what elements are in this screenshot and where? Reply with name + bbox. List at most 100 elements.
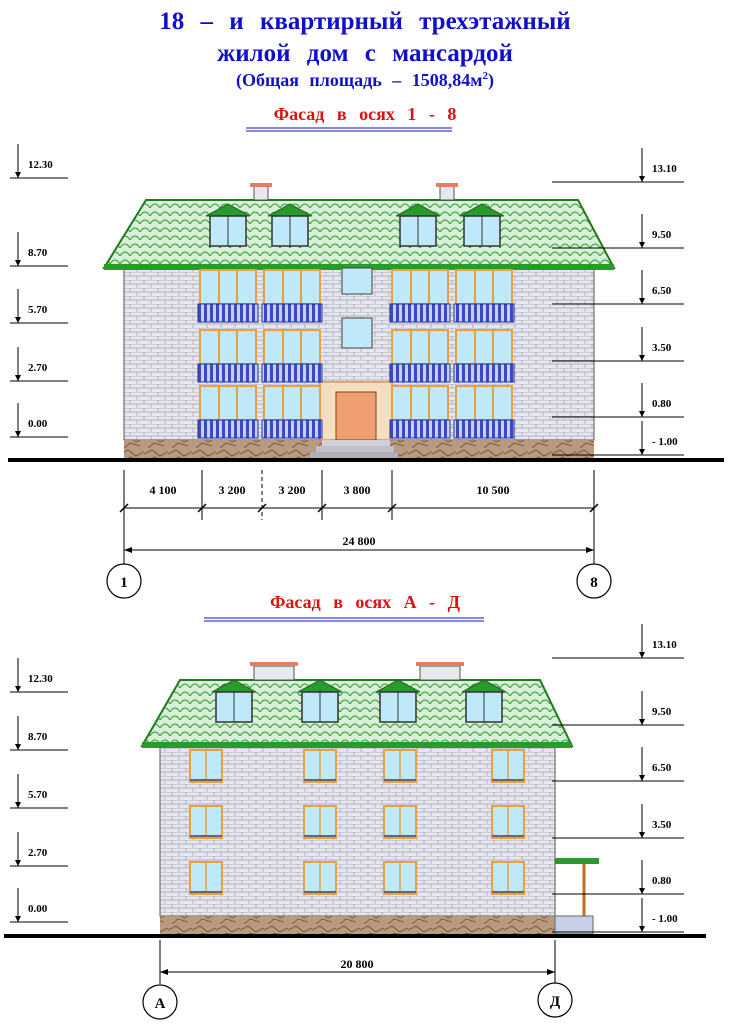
- balcony-window: [389, 329, 451, 383]
- level-mark: 2.70: [10, 832, 68, 867]
- facade-1-left-levels: 12.30 8.70 5.70 2.70 0.00: [10, 144, 68, 438]
- level-mark: 6.50: [552, 270, 684, 305]
- window: [383, 805, 417, 839]
- level-mark: - 1.00: [552, 898, 684, 933]
- level-value: 9.50: [652, 706, 672, 718]
- title-line-1: 18 – и квартирный трехэтажный: [159, 8, 571, 35]
- window: [303, 861, 337, 895]
- window: [383, 861, 417, 895]
- level-value: 13.10: [652, 639, 677, 651]
- dormer-window: [459, 203, 505, 247]
- window: [189, 749, 223, 783]
- level-value: 6.50: [652, 285, 672, 297]
- facade-2-title: Фасад в осях А - Д: [269, 592, 461, 612]
- facade-2-building: [140, 662, 599, 935]
- balcony-window: [453, 329, 515, 383]
- dimension-value: 3 800: [344, 483, 371, 497]
- window: [491, 805, 525, 839]
- level-value: 6.50: [652, 762, 672, 774]
- balcony-window: [453, 269, 515, 323]
- balcony-window: [389, 269, 451, 323]
- level-value: 5.70: [28, 304, 48, 316]
- dimension-value: 3 200: [279, 483, 306, 497]
- level-value: 8.70: [28, 731, 48, 743]
- axis-d: Д: [550, 994, 561, 1010]
- level-mark: 5.70: [10, 289, 68, 324]
- window: [383, 749, 417, 783]
- level-value: 3.50: [652, 342, 672, 354]
- level-mark: 2.70: [10, 347, 68, 382]
- balcony-window: [389, 385, 451, 439]
- dimension-value: 4 100: [150, 483, 177, 497]
- facade-1-dimension-chain: 4 100 3 200 3 200 3 800 10 500 24 800: [119, 470, 599, 553]
- level-mark: 0.80: [552, 860, 684, 895]
- level-value: 13.10: [652, 163, 677, 175]
- level-mark: - 1.00: [552, 421, 684, 456]
- level-mark: 6.50: [552, 747, 684, 782]
- facade-2-total-dim: 20 800: [341, 957, 374, 971]
- level-mark: 3.50: [552, 327, 684, 362]
- balcony-window: [453, 385, 515, 439]
- level-value: 0.00: [28, 418, 48, 430]
- level-value: 0.80: [652, 875, 672, 887]
- level-mark: 13.10: [552, 148, 684, 183]
- dimension-value: 3 200: [219, 483, 246, 497]
- dormer-window: [267, 203, 313, 247]
- facade-1-windows: [197, 269, 515, 439]
- window: [303, 805, 337, 839]
- dormer-window: [375, 679, 421, 723]
- level-value: 8.70: [28, 247, 48, 259]
- facade-1-axis-marks: 1 8: [106, 470, 612, 599]
- dormer-window: [461, 679, 507, 723]
- level-value: 12.30: [28, 673, 53, 685]
- level-value: 2.70: [28, 362, 48, 374]
- level-value: 9.50: [652, 229, 672, 241]
- level-value: 0.80: [652, 398, 672, 410]
- level-value: - 1.00: [652, 913, 678, 925]
- level-value: 12.30: [28, 159, 53, 171]
- title-line-3: (Общая площадь – 1508,84м2): [236, 70, 494, 90]
- level-mark: 5.70: [10, 774, 68, 809]
- level-mark: 12.30: [10, 144, 68, 179]
- facade-2-dimension-chain: 20 800 А Д: [142, 940, 573, 1020]
- axis-1: 1: [120, 575, 128, 591]
- facade-1-right-levels: 13.10 9.50 6.50 3.50 0.80 - 1.00: [552, 148, 684, 456]
- level-mark: 3.50: [552, 804, 684, 839]
- level-mark: 8.70: [10, 232, 68, 267]
- facade-2-right-levels: 13.10 9.50 6.50 3.50 0.80 - 1.00: [552, 624, 684, 933]
- title-line-2: жилой дом с мансардой: [217, 40, 513, 67]
- level-mark: 0.80: [552, 383, 684, 418]
- balcony-window: [261, 385, 323, 439]
- level-mark: 13.10: [552, 624, 684, 659]
- axis-a: А: [155, 996, 166, 1012]
- facade-2-dormers: [211, 679, 507, 723]
- dormer-window: [297, 679, 343, 723]
- level-mark: 0.00: [10, 403, 68, 438]
- window: [303, 749, 337, 783]
- level-value: - 1.00: [652, 436, 678, 448]
- window: [491, 861, 525, 895]
- level-mark: 9.50: [552, 214, 684, 249]
- facade-1-center-windows: [341, 267, 373, 349]
- facade-2-windows: [189, 749, 525, 895]
- dormer-window: [395, 203, 441, 247]
- level-value: 5.70: [28, 789, 48, 801]
- facade-1-total-dim: 24 800: [343, 534, 376, 548]
- facade-1-dormers: [205, 203, 505, 247]
- level-value: 2.70: [28, 847, 48, 859]
- window: [491, 749, 525, 783]
- level-mark: 9.50: [552, 691, 684, 726]
- window: [189, 861, 223, 895]
- balcony-window: [261, 269, 323, 323]
- level-mark: 8.70: [10, 716, 68, 751]
- level-value: 0.00: [28, 903, 48, 915]
- level-value: 3.50: [652, 819, 672, 831]
- balcony-window: [197, 269, 259, 323]
- axis-8: 8: [590, 575, 598, 591]
- dormer-window: [205, 203, 251, 247]
- level-mark: 0.00: [10, 888, 68, 923]
- dimension-value: 10 500: [477, 483, 510, 497]
- window: [189, 805, 223, 839]
- facade-1-title: Фасад в осях 1 - 8: [273, 104, 457, 124]
